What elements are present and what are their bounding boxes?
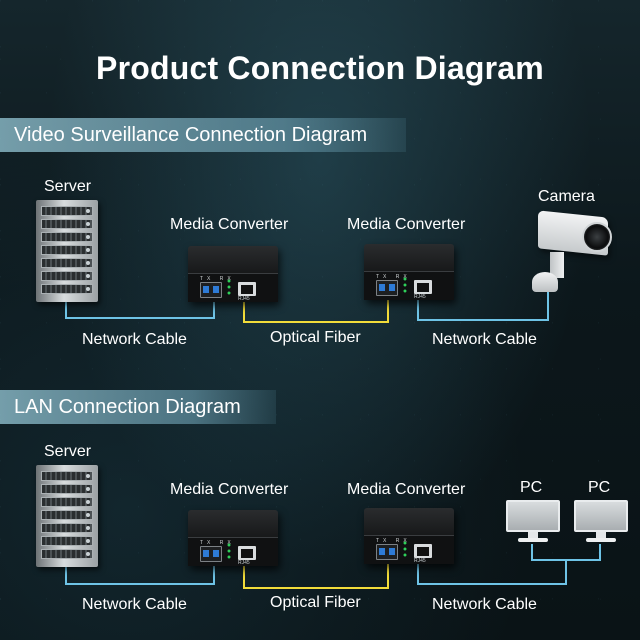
status-leds xyxy=(402,540,408,558)
status-leds xyxy=(226,542,232,560)
server-rack-icon xyxy=(36,465,98,567)
optical-fiber-1 xyxy=(243,300,389,323)
network-cable-label-left: Network Cable xyxy=(82,331,187,348)
pc-label-left: PC xyxy=(520,479,543,496)
network-cable-label-right: Network Cable xyxy=(432,331,537,348)
fiber-port xyxy=(376,280,398,296)
pc-monitor-icon xyxy=(506,500,560,544)
section-heading-lan: LAN Connection Diagram xyxy=(0,390,276,424)
rj45-label: RJ45 xyxy=(238,560,250,566)
page-title: Product Connection Diagram xyxy=(96,50,544,86)
server-rack-icon xyxy=(36,200,98,302)
media-converter-icon: TX RX RJ45 xyxy=(188,246,278,302)
pc-monitor-icon xyxy=(574,500,628,544)
rj45-label: RJ45 xyxy=(238,296,250,302)
port-tx-rx-label: TX RX xyxy=(200,540,231,546)
section-heading-surveillance: Video Surveillance Connection Diagram xyxy=(0,118,406,152)
network-cable-2-right xyxy=(417,544,601,585)
network-cable-2-left xyxy=(65,566,215,585)
network-cable-label-left: Network Cable xyxy=(82,596,187,613)
port-tx-rx-label: TX RX xyxy=(376,274,407,280)
optical-fiber-2 xyxy=(243,564,389,589)
rj45-label: RJ45 xyxy=(414,294,426,300)
status-leds xyxy=(402,276,408,294)
media-converter-icon: TX RX RJ45 xyxy=(364,508,454,564)
fiber-port xyxy=(376,544,398,560)
network-cable-label-right: Network Cable xyxy=(432,596,537,613)
media-converter-label-left: Media Converter xyxy=(170,216,289,233)
status-leds xyxy=(226,278,232,296)
camera-label: Camera xyxy=(538,188,595,205)
rj45-port xyxy=(238,282,256,296)
optical-fiber-label: Optical Fiber xyxy=(270,329,361,346)
camera-icon xyxy=(528,210,618,294)
server-label: Server xyxy=(44,443,92,460)
fiber-port xyxy=(200,282,222,298)
network-cable-1-left xyxy=(65,301,215,319)
network-cable-1-right xyxy=(417,282,549,321)
server-label: Server xyxy=(44,178,92,195)
fiber-port xyxy=(200,546,222,562)
rj45-label: RJ45 xyxy=(414,558,426,564)
port-tx-rx-label: TX RX xyxy=(376,538,407,544)
pc-label-right: PC xyxy=(588,479,611,496)
port-tx-rx-label: TX RX xyxy=(200,276,231,282)
media-converter-label-right: Media Converter xyxy=(347,481,466,498)
rj45-port xyxy=(414,280,432,294)
rj45-port xyxy=(414,544,432,558)
optical-fiber-label: Optical Fiber xyxy=(270,594,361,611)
media-converter-label-left: Media Converter xyxy=(170,481,289,498)
media-converter-label-right: Media Converter xyxy=(347,216,466,233)
media-converter-icon: TX RX RJ45 xyxy=(364,244,454,300)
media-converter-icon: TX RX RJ45 xyxy=(188,510,278,566)
rj45-port xyxy=(238,546,256,560)
